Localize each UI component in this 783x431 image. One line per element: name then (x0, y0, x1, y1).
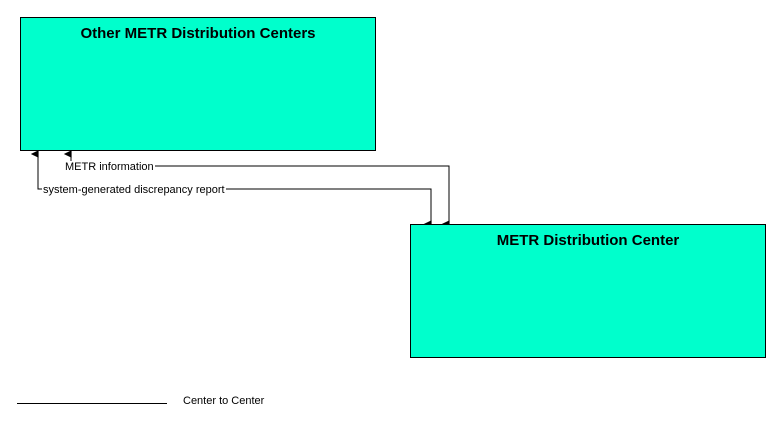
node-other-metr-distribution-centers[interactable]: Other METR Distribution Centers (20, 17, 376, 151)
legend-label-center-to-center: Center to Center (183, 395, 265, 407)
node-other-metr-distribution-centers-label: Other METR Distribution Centers (80, 25, 316, 42)
flow-label-system-generated-discrepancy-report: system-generated discrepancy report (42, 184, 226, 197)
legend: Center to Center (0, 390, 783, 418)
flow-connector-discrepancy-report (30, 150, 432, 228)
legend-line-swatch (17, 403, 167, 404)
node-metr-distribution-center-label: METR Distribution Center (496, 232, 680, 249)
node-metr-distribution-center[interactable]: METR Distribution Center (410, 224, 766, 358)
flow-label-metr-information: METR information (64, 161, 155, 174)
